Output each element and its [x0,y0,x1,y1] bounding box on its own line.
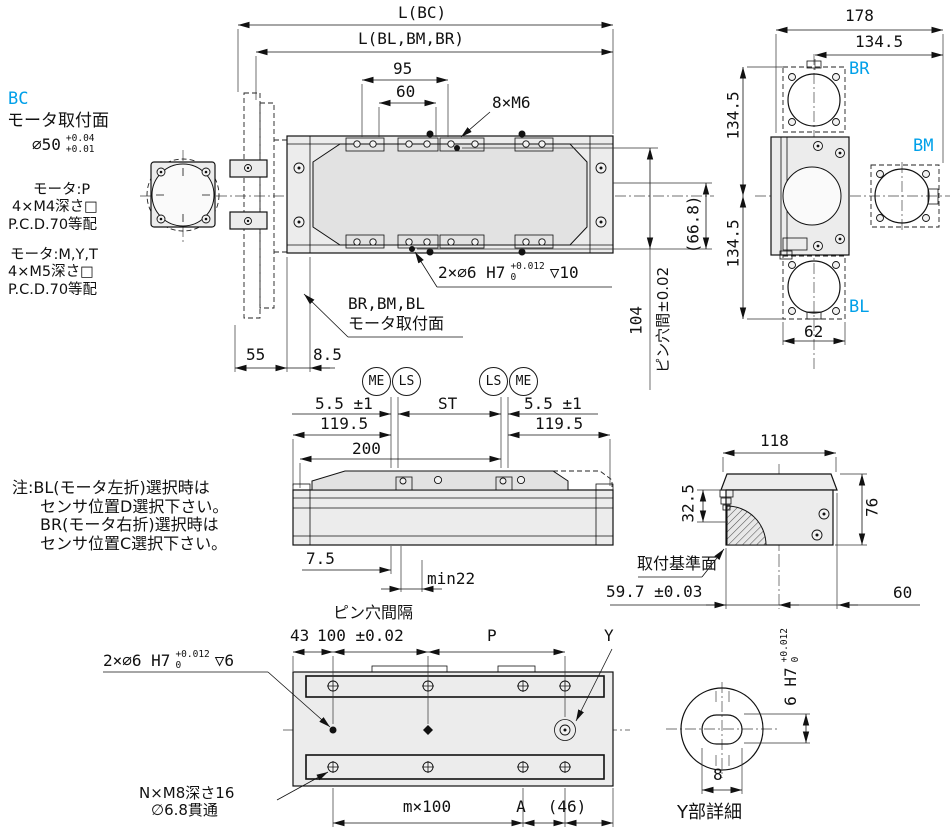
dim-32-5: 32.5 [678,484,698,523]
dia50-tolerance: +0.04 +0.01 [65,133,95,155]
balloon-me-left: ME [362,367,391,396]
note-line-4: センサ位置C選択下さい。 [40,534,228,553]
dim-119-5-right: 119.5 [535,414,584,433]
dim-length-bc: L(BC) [398,3,447,22]
dim-a: A [516,797,526,816]
balloon-me-right: ME [509,367,538,396]
motor-bc-code-label: BC [8,89,29,109]
label-pin-holes-bottom: 2×∅6 H7 +0.012 0 ▽6 [103,649,235,672]
dim-stroke: ST [438,394,458,413]
dim-p: P [487,626,497,645]
label-fold-face: モータ取付面 [348,314,445,333]
dim-length-other: L(BL,BM,BR) [358,29,464,48]
dim-104-note: ピン穴間±0.02 [654,266,673,373]
dia50-value: ∅50 [32,134,61,154]
dim-104: 104 [626,305,646,335]
dim-76: 76 [862,497,882,518]
dim-134-5-h: 134.5 [855,32,904,51]
motor-p-thread: 4×M4深さ□ [12,199,98,215]
label-m8-thread: N×M8深さ16 [139,784,235,802]
motor-myt-title: モータ:M,Y,T [10,247,98,263]
dim-46: (46) [547,797,587,816]
dim-95: 95 [393,59,413,78]
label-8xm6: 8×M6 [492,93,531,112]
motor-myt-thread: 4×M5深さ□ [8,264,94,280]
pin-depth: ▽10 [549,262,579,282]
label-pin-holes-top: 2×∅6 H7 +0.012 0 ▽10 [438,261,579,284]
dim-118: 118 [760,431,789,450]
balloon-ls-right: LS [479,367,508,396]
dim-min22: min22 [427,569,476,588]
pin-tolerance-bottom: +0.012 0 [175,649,210,671]
motor-bc-face-label: モータ取付面 [7,111,109,131]
detail-hole-spec: 6 H7 [780,667,800,706]
dim-6h7: 6 H7 +0.012 0 [779,611,802,721]
label-through-hole: ∅6.8貫通 [151,801,218,819]
dim-5-5-left: 5.5 ±1 [315,394,373,413]
pin-spec: 2×∅6 H7 [438,262,506,282]
pin-spec-bottom: 2×∅6 H7 [103,650,171,670]
detail-hole-tolerance: +0.012 0 [779,628,801,663]
motor-p-title: モータ:P [33,182,91,198]
note-line-3: BR(モータ右折)選択時は [40,515,219,534]
label-pin-pitch: ピン穴間隔 [333,603,414,622]
pin-depth-bottom: ▽6 [214,650,235,670]
motor-p-pcd: P.C.D.70等配 [8,217,98,233]
note-line-2: センサ位置D選択下さい。 [40,497,229,516]
pin-tolerance: +0.012 0 [510,261,545,283]
dim-7-5: 7.5 [306,549,335,568]
label-br: BR [849,59,870,79]
dim-5-5-right: 5.5 ±1 [524,394,582,413]
dim-200: 200 [352,439,381,458]
dim-134-5-bottom: 134.5 [723,219,743,268]
dim-134-5-top: 134.5 [723,91,743,140]
dia50-dimension: ∅50 +0.04 +0.01 [32,133,97,156]
label-fold-codes: BR,BM,BL [348,294,426,313]
dim-8-detail: 8 [713,765,723,784]
note-line-1: 注:BL(モータ左折)選択時は [12,478,210,497]
dim-62: 62 [804,322,824,341]
label-y-callout: Y [604,626,614,645]
dim-178: 178 [845,6,874,25]
label-bm: BM [913,136,934,156]
dim-59-7: 59.7 ±0.03 [606,582,703,601]
dim-119-5-left: 119.5 [320,414,369,433]
dim-55: 55 [246,345,266,364]
dim-8-5: 8.5 [313,345,342,364]
dim-mx100: m×100 [402,797,452,816]
dim-60: 60 [396,82,416,101]
dim-60-end: 60 [893,583,913,602]
label-y-detail-title: Y部詳細 [677,802,742,823]
label-bl: BL [849,297,870,317]
dim-66-8: (66.8) [683,195,703,254]
motor-myt-pcd: P.C.D.70等配 [8,282,98,298]
dim-43: 43 [290,626,310,645]
balloon-ls-left: LS [392,367,421,396]
dim-100: 100 ±0.02 [317,626,404,645]
label-datum-face: 取付基準面 [637,554,718,573]
